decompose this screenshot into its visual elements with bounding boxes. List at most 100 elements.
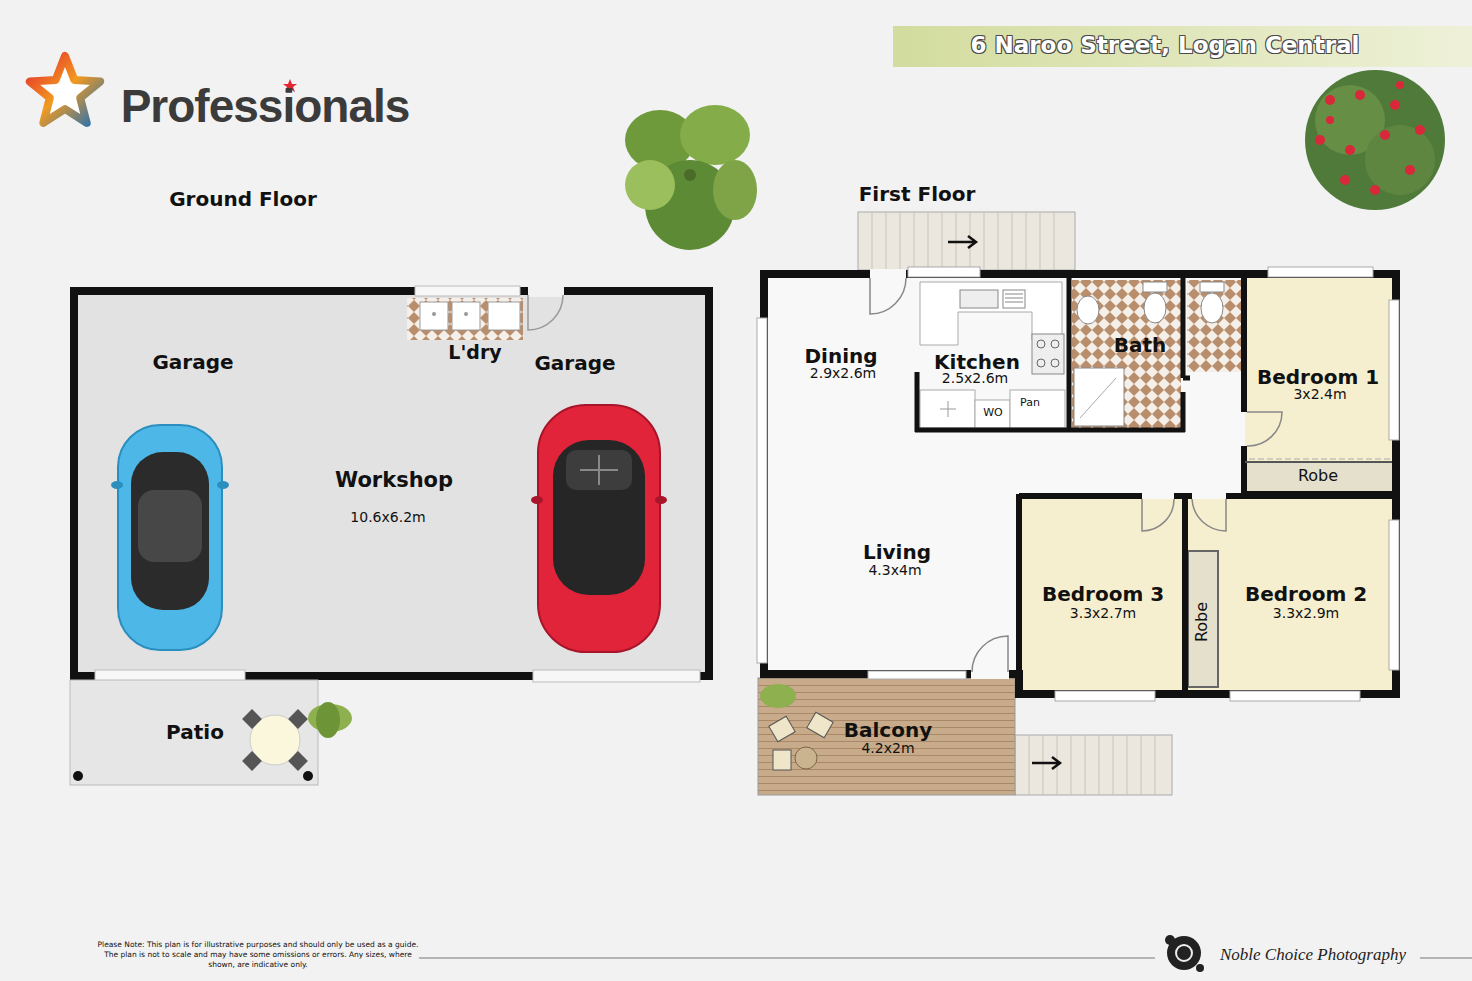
blue-car xyxy=(217,481,229,489)
patio-slab xyxy=(73,771,83,781)
flowering-tree xyxy=(1415,125,1425,135)
blue-car xyxy=(131,452,209,610)
blue-car xyxy=(111,425,229,650)
kitchen-bench xyxy=(920,390,975,428)
balcony-deck xyxy=(758,678,1015,795)
room-dimension: 3.3x2.9m xyxy=(1273,606,1339,621)
door-swing xyxy=(972,636,1008,672)
room-dimension: Robe xyxy=(1193,602,1211,642)
house-floor xyxy=(1245,278,1392,462)
bedroom-room: Bedroom 33.3x2.7m xyxy=(1015,495,1185,698)
wall xyxy=(1019,278,1396,694)
bathroom-fixtures xyxy=(1144,293,1166,323)
bathroom-fixtures xyxy=(1077,296,1099,324)
door-swing xyxy=(870,269,906,279)
red-car xyxy=(553,440,645,595)
flowering-tree xyxy=(1380,130,1390,140)
first-floor-house: Dining2.9x2.6mLiving4.3x4mKitchen2.5x2.6… xyxy=(760,270,1400,698)
room-name: Bedroom 2 xyxy=(1245,583,1367,605)
house-floor xyxy=(1022,499,1185,691)
kitchen-bench xyxy=(1003,290,1025,308)
house-floor xyxy=(1245,462,1392,492)
flowering-tree xyxy=(1370,185,1380,195)
photographer-logo xyxy=(1165,935,1175,945)
flowering-tree xyxy=(1325,95,1335,105)
room-dimension: 2.5x2.6m xyxy=(942,371,1008,386)
brand-logo: Professionals xyxy=(121,81,410,132)
flowering-tree xyxy=(1355,90,1365,100)
room-name: Kitchen xyxy=(934,351,1020,373)
red-car xyxy=(655,496,667,504)
garage-floor xyxy=(74,291,709,676)
bathroom-fixtures xyxy=(1201,293,1223,323)
flowering-tree xyxy=(1315,81,1425,195)
robe-cupboard: Robe xyxy=(1185,548,1220,688)
pot-plant xyxy=(316,702,340,738)
room-name: Garage xyxy=(534,352,615,374)
flowering-tree xyxy=(1390,100,1400,110)
garage-floor xyxy=(70,287,713,680)
bathroom-fixtures xyxy=(1080,378,1116,418)
door-swing xyxy=(528,285,564,330)
patio-slab xyxy=(70,680,318,785)
fixture-label: Pan xyxy=(1020,397,1040,409)
door-swing xyxy=(1247,412,1282,446)
patio-table xyxy=(242,709,262,729)
window xyxy=(1389,300,1399,440)
room-name: Patio xyxy=(166,721,224,743)
window xyxy=(1230,691,1360,701)
house-floor xyxy=(1188,551,1218,687)
kitchen-bench xyxy=(1010,390,1065,428)
robe-cupboard: Robe xyxy=(1245,462,1392,492)
laundry-bench xyxy=(407,298,523,340)
room-name: Dining xyxy=(804,345,877,367)
window xyxy=(757,267,1399,701)
flowering-tree xyxy=(1405,165,1415,175)
kitchen-bench xyxy=(1005,294,1023,302)
flowering-tree xyxy=(1326,116,1334,124)
bedroom-room: Bedroom 13x2.4m xyxy=(1245,278,1395,462)
stairs xyxy=(858,212,1075,270)
house-floor xyxy=(1187,280,1241,372)
palm-tree xyxy=(625,160,675,210)
palm-tree xyxy=(680,105,750,165)
kitchen-bench xyxy=(1032,334,1064,374)
red-car xyxy=(531,405,667,652)
kitchen-bench xyxy=(1051,359,1059,367)
laundry-bench xyxy=(488,302,520,330)
kitchen-bench xyxy=(940,401,956,417)
photographer-logo xyxy=(1196,964,1204,972)
house-floor xyxy=(760,270,1400,698)
house-floor xyxy=(760,270,1400,698)
stairs xyxy=(1032,757,1060,769)
flowering-tree xyxy=(1315,135,1325,145)
room-dimension: 4.2x2m xyxy=(861,741,914,756)
blue-car xyxy=(118,425,222,650)
laundry-bench xyxy=(420,302,448,330)
stairs xyxy=(1029,735,1155,795)
photographer-credit: Noble Choice Photography xyxy=(1216,946,1410,965)
balcony-deck xyxy=(795,747,817,769)
wall xyxy=(764,274,1396,694)
door-swing xyxy=(1142,499,1174,531)
stairs xyxy=(872,212,1054,270)
window xyxy=(868,671,966,679)
balcony-deck xyxy=(807,712,833,738)
kitchen-bench xyxy=(1051,340,1059,348)
room-dimension: Robe xyxy=(1298,467,1338,485)
bath-room: Bath xyxy=(1070,278,1185,432)
room-name: Workshop xyxy=(335,469,453,492)
title-banner xyxy=(893,26,1472,67)
flowering-tree xyxy=(1396,81,1404,89)
wall xyxy=(764,274,1396,694)
red-car xyxy=(531,496,543,504)
door-swing xyxy=(1192,499,1226,531)
door-swing xyxy=(528,285,564,297)
room-dimension: 2.9x2.6m xyxy=(810,366,876,381)
laundry-bench xyxy=(407,286,523,340)
flowering-tree xyxy=(1340,175,1350,185)
floor-heading: Ground Floor xyxy=(169,188,317,210)
door-swing xyxy=(971,669,1009,679)
kitchen-bench xyxy=(975,400,1010,428)
